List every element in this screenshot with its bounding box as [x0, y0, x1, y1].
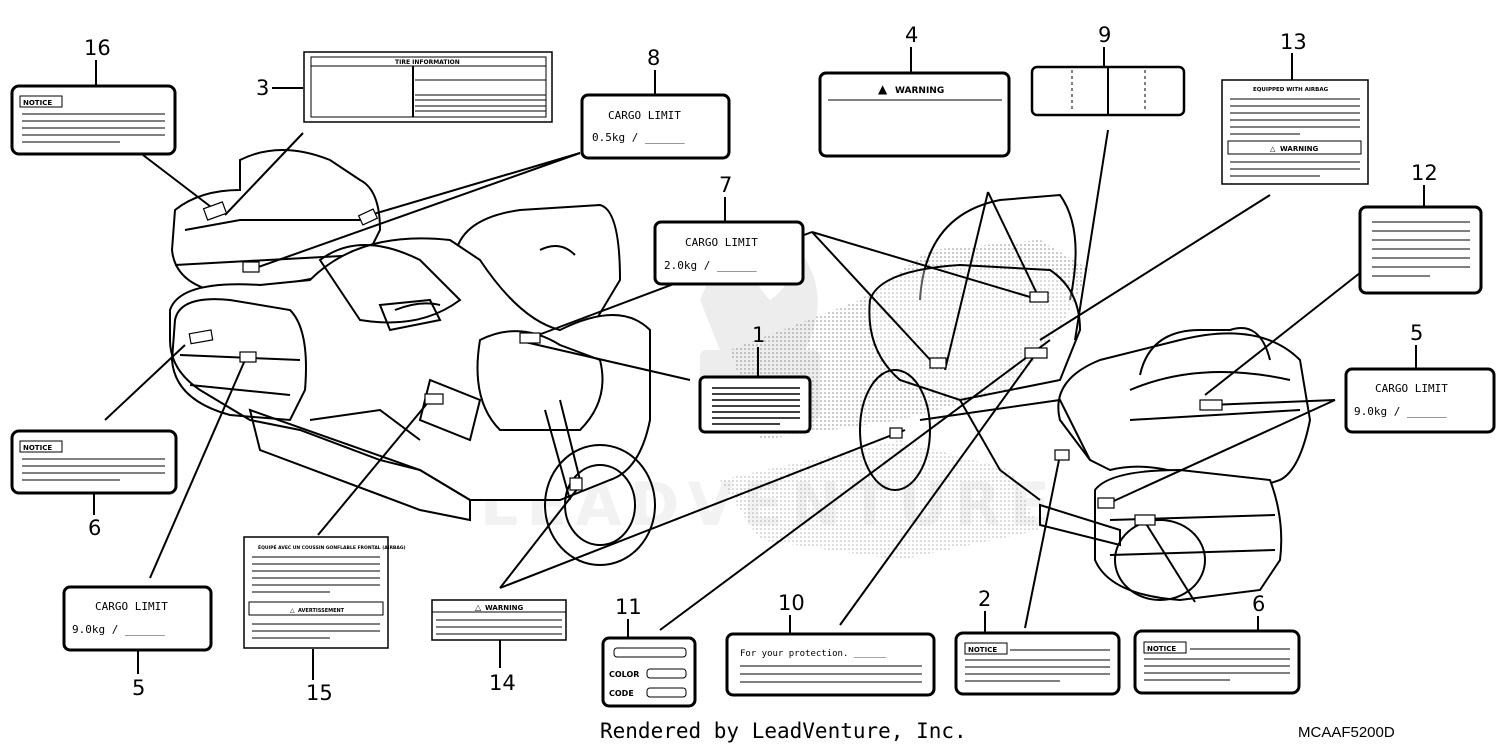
- callout-9: 9: [1098, 23, 1111, 47]
- callout-3: 3: [256, 76, 269, 100]
- svg-text:WARNING: WARNING: [1280, 145, 1319, 153]
- label-15-avertissement: ÉQUIPÉ AVEC UN COUSSIN GONFLABLE FRONTAL…: [243, 536, 406, 649]
- label-5-left-cargo-limit: CARGO LIMIT 9.0kg / ______: [62, 585, 213, 652]
- label-13-airbag-warning: EQUIPPED WITH AIRBAG △ WARNING: [1221, 79, 1369, 185]
- label-6-right-notice: NOTICE: [1133, 629, 1301, 695]
- svg-text:EQUIPPED WITH AIRBAG: EQUIPPED WITH AIRBAG: [1253, 87, 1329, 93]
- label-14-warning: △ WARNING: [431, 599, 567, 641]
- svg-text:CARGO LIMIT: CARGO LIMIT: [685, 236, 758, 249]
- leader-lines: [104, 129, 1371, 631]
- svg-text:0.5kg / ______: 0.5kg / ______: [592, 131, 685, 144]
- svg-text:AVERTISSEMENT: AVERTISSEMENT: [298, 608, 345, 614]
- label-2-notice: NOTICE: [954, 631, 1121, 696]
- callout-12: 12: [1411, 161, 1438, 185]
- label-11-color-code: COLOR CODE: [601, 636, 697, 708]
- svg-text:WARNING: WARNING: [895, 86, 944, 96]
- callout-numbers: 16 3 8 7 1 4 9 13 12 5 6 5 15 14 11 10 2…: [84, 23, 1438, 705]
- svg-text:ÉQUIPÉ AVEC UN COUSSIN GONFLAB: ÉQUIPÉ AVEC UN COUSSIN GONFLABLE FRONTAL…: [258, 543, 406, 551]
- label-6-left-notice: NOTICE: [10, 429, 178, 495]
- callout-8: 8: [647, 46, 660, 70]
- label-16-notice: NOTICE: [10, 84, 177, 156]
- label-8-cargo-limit: CARGO LIMIT 0.5kg / ______: [580, 93, 731, 160]
- callout-16: 16: [84, 36, 111, 60]
- svg-text:△: △: [1270, 145, 1276, 153]
- svg-text:CARGO LIMIT: CARGO LIMIT: [608, 109, 681, 122]
- callout-2: 2: [978, 587, 991, 611]
- svg-text:NOTICE: NOTICE: [1147, 645, 1176, 653]
- svg-text:TIRE INFORMATION: TIRE INFORMATION: [395, 59, 460, 66]
- svg-text:COLOR: COLOR: [609, 670, 639, 679]
- callout-10: 10: [778, 591, 805, 615]
- svg-text:▲: ▲: [878, 82, 888, 96]
- svg-text:2.0kg / ______: 2.0kg / ______: [664, 259, 757, 272]
- decal-markers: [188, 201, 1223, 526]
- motorcycle-left-illustration: [169, 149, 656, 566]
- svg-text:△: △: [475, 603, 482, 612]
- callout-stubs: [93, 47, 1425, 680]
- callout-6-left: 6: [88, 516, 101, 540]
- svg-text:NOTICE: NOTICE: [23, 99, 52, 107]
- svg-text:NOTICE: NOTICE: [968, 646, 997, 654]
- callout-6-right: 6: [1252, 592, 1265, 616]
- svg-text:CARGO LIMIT: CARGO LIMIT: [1375, 382, 1448, 395]
- diagram-code: MCAAF5200D: [1298, 724, 1395, 741]
- callout-5-left: 5: [132, 676, 145, 700]
- callout-4: 4: [905, 23, 918, 47]
- label-1-lined: [698, 375, 812, 434]
- svg-text:9.0kg / ______: 9.0kg / ______: [72, 623, 165, 636]
- svg-text:NOTICE: NOTICE: [23, 444, 52, 452]
- svg-text:△: △: [290, 607, 295, 614]
- callout-15: 15: [306, 681, 333, 705]
- label-9-grid: [1030, 65, 1186, 117]
- label-4-warning: ▲ WARNING: [818, 71, 1011, 158]
- callout-11: 11: [615, 595, 642, 619]
- label-12-lined: [1358, 205, 1483, 295]
- callout-1: 1: [752, 323, 765, 347]
- svg-text:CODE: CODE: [609, 689, 634, 698]
- callout-14: 14: [489, 671, 516, 695]
- svg-text:CARGO LIMIT: CARGO LIMIT: [95, 600, 168, 613]
- credit-text: Rendered by LeadVenture, Inc.: [600, 719, 967, 743]
- callout-13: 13: [1280, 30, 1307, 54]
- label-5-right-cargo-limit: CARGO LIMIT 9.0kg / ______: [1344, 367, 1496, 434]
- callout-5-right: 5: [1410, 321, 1423, 345]
- label-7-cargo-limit: CARGO LIMIT 2.0kg / ______: [653, 220, 805, 286]
- callout-7: 7: [719, 173, 732, 197]
- label-10-protection: For your protection. ______: [725, 632, 936, 697]
- svg-text:9.0kg / ______: 9.0kg / ______: [1354, 405, 1447, 418]
- svg-text:For your protection. ______: For your protection. ______: [740, 649, 887, 659]
- label-3-tire-information: TIRE INFORMATION: [303, 51, 553, 123]
- svg-text:WARNING: WARNING: [485, 604, 524, 612]
